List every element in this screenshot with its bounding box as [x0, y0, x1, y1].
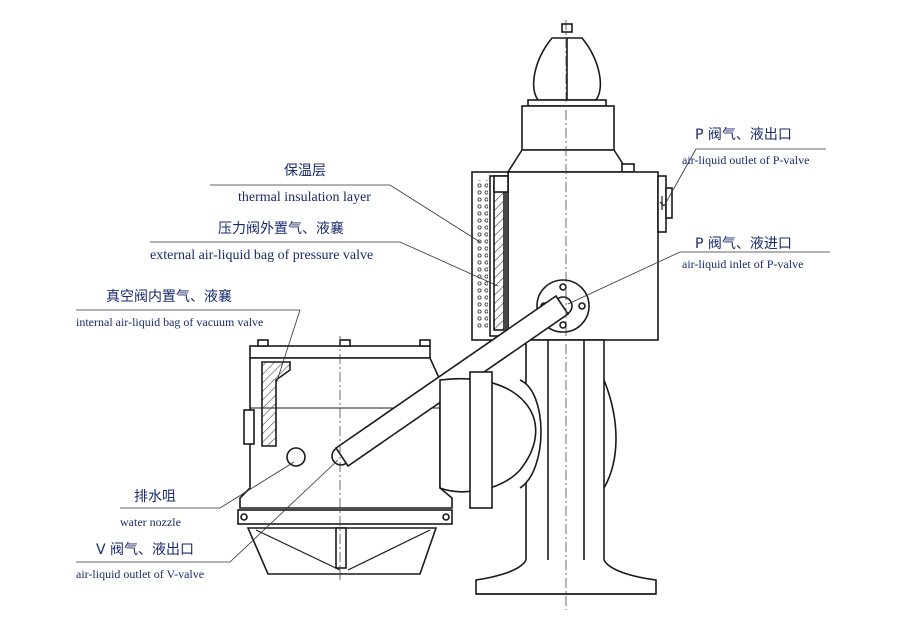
vacuum-body: [239, 357, 453, 509]
p-outlet-label-en: air-liquid outlet of P-valve: [682, 153, 810, 167]
int-bag-label-en: internal air-liquid bag of vacuum valve: [76, 315, 264, 329]
vacuum-flange: [237, 509, 453, 525]
ext-bag-label-en: external air-liquid bag of pressure valv…: [150, 248, 374, 263]
insulation-label-en: thermal insulation layer: [238, 190, 371, 205]
ext-bag-label-zh: 压力阀外置气、液襄: [218, 221, 344, 237]
nozzle-label-en: water nozzle: [120, 515, 181, 529]
insulation-dots: [476, 180, 488, 330]
column: [525, 339, 605, 589]
drain-stem: [335, 527, 347, 569]
upper-housing: [521, 105, 615, 151]
leader-lines: [76, 148, 830, 563]
cap-base: [527, 99, 607, 107]
vacuum-valve-assembly: [237, 339, 453, 575]
vacuum-valve-bulb: [439, 371, 537, 509]
pressure-valve-assembly: [471, 23, 673, 595]
external-bag: [493, 181, 505, 331]
internal-bag: [261, 361, 291, 447]
v-outlet-label-zh: V 阀气、液出口: [96, 542, 195, 558]
p-outlet-label-zh: P 阀气、液出口: [695, 127, 792, 143]
p-inlet-label-en: air-liquid inlet of P-valve: [682, 257, 804, 271]
v-outlet-label-en: air-liquid outlet of V-valve: [76, 567, 205, 581]
nozzle-label-zh: 排水咀: [134, 489, 176, 505]
cap-nut: [561, 23, 573, 33]
insulation-label-zh: 保温层: [284, 163, 326, 179]
water-nozzle-hole: [286, 447, 306, 467]
p-inlet-label-zh: P 阀气、液进口: [695, 236, 792, 252]
int-bag-label-zh: 真空阀内置气、液襄: [106, 289, 232, 305]
housing-taper: [506, 149, 630, 173]
small-lug: [621, 163, 635, 173]
